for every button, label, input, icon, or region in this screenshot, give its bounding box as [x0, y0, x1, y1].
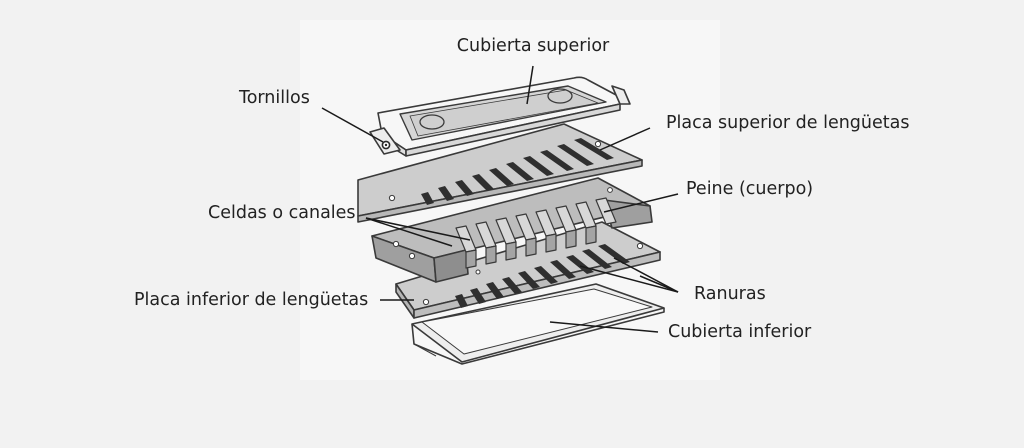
leader-top-reed-plate: [599, 127, 651, 151]
top-cover: [369, 76, 631, 157]
top-reed-plate: [357, 123, 643, 223]
comb-teeth: [455, 197, 617, 269]
label-comb: Peine (cuerpo): [686, 179, 813, 199]
label-top-cover: Cubierta superior: [457, 36, 610, 56]
label-screws: Tornillos: [238, 88, 310, 108]
bottom-plate-holes: [422, 242, 644, 306]
label-cells: Celdas o canales: [208, 203, 356, 223]
label-bottom-cover: Cubierta inferior: [668, 322, 812, 342]
bottom-plate-slots: [455, 244, 630, 308]
label-bottom-reed-plate: Placa inferior de lengüetas: [134, 290, 368, 310]
leader-comb: [603, 193, 679, 213]
comb-screw-holes: [392, 187, 613, 260]
leader-lines: [321, 65, 679, 333]
comb-body: [371, 177, 653, 283]
bottom-cover: [411, 283, 665, 365]
leader-cells-b: [365, 217, 453, 247]
leader-bottom-cover: [549, 321, 659, 333]
leader-top-cover: [526, 65, 534, 105]
leader-slots-b: [613, 257, 679, 293]
label-top-reed-plate: Placa superior de lengüetas: [666, 113, 909, 133]
leader-screws: [321, 107, 384, 143]
top-plate-slots: [421, 138, 614, 205]
top-plate-holes: [388, 140, 602, 202]
leader-cells-a: [365, 217, 471, 241]
label-slots: Ranuras: [694, 284, 766, 304]
screw-icon: [381, 140, 391, 150]
leader-slots-a: [579, 265, 679, 293]
leader-slots-c: [639, 275, 679, 293]
